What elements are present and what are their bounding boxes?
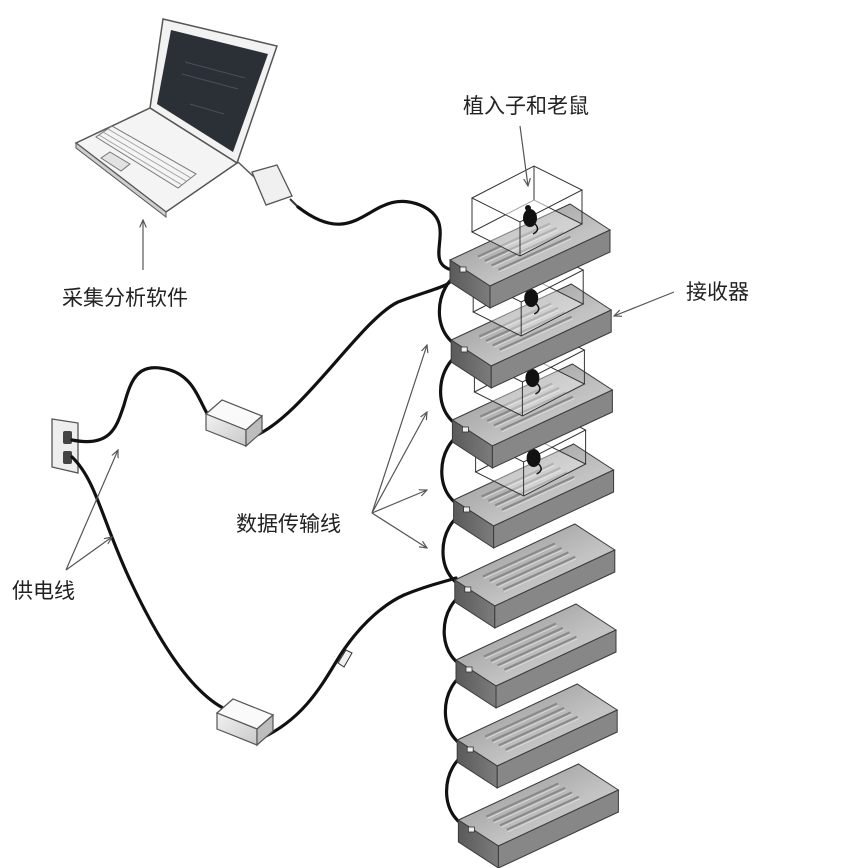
receiver-unit [456,683,619,789]
label-receiver: 接收器 [686,280,749,304]
receiver-unit [453,523,616,629]
port-icon [464,586,472,593]
label-power-cable: 供电线 [12,579,75,603]
port-icon [460,346,468,353]
port-icon [463,506,471,513]
port-icon [459,266,467,273]
power-cable-upper-out [250,278,454,439]
receiver-stack [448,165,620,868]
cage-with-mouse [470,165,584,257]
cable-connector-icon [337,649,353,668]
wall-outlet-icon [51,418,79,474]
mouse-icon [523,209,537,227]
arrow-data-cable-4 [371,512,427,548]
arrow-data-cable-2 [371,412,427,514]
power-cable-lower [70,455,225,710]
data-cable-laptop [296,199,454,272]
label-implant-and-mouse: 植入子和老鼠 [463,94,589,118]
arrow-power-cable-2 [65,537,112,571]
port-icon [466,746,474,753]
usb-adapter-icon [237,161,299,208]
arrow-to-receiver [614,291,675,316]
power-adapter-lower-icon [215,698,275,747]
port-icon [467,826,475,833]
power-adapter-upper-icon [204,399,264,448]
mouse-icon [526,449,541,467]
mouse-icon [524,289,539,307]
label-acquisition-software: 采集分析软件 [62,286,188,310]
arrow-power-cable-1 [65,450,118,571]
receiver-unit [448,165,612,309]
port-icon [461,426,469,433]
power-cable-lower-out [260,576,458,740]
arrow-to-implant [519,125,528,186]
port-icon [465,666,473,673]
laptop-icon [74,18,278,219]
annotation-arrows [65,125,675,571]
laptop-screen [157,30,268,152]
label-data-cable: 数据传输线 [236,512,341,536]
arrow-data-cable-1 [371,345,427,514]
touchpad [100,151,131,172]
receiver-unit [454,603,618,709]
power-cable-upper [70,366,212,444]
mouse-icon [525,369,540,387]
arrow-data-cable-3 [371,490,427,514]
receiver-unit [457,763,620,868]
